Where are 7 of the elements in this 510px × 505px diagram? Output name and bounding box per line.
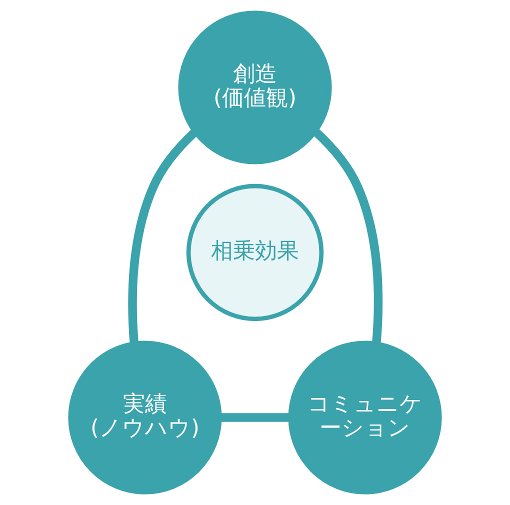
node-circle: 実績 (ノウハウ) [68, 340, 222, 494]
connector [220, 413, 290, 422]
connector [312, 128, 383, 344]
node-circle: コミュニケーション [288, 340, 442, 494]
node-circle: 創造 (価値観) [178, 10, 332, 164]
node-circle: 相乗効果 [186, 184, 324, 322]
connector [128, 128, 198, 344]
